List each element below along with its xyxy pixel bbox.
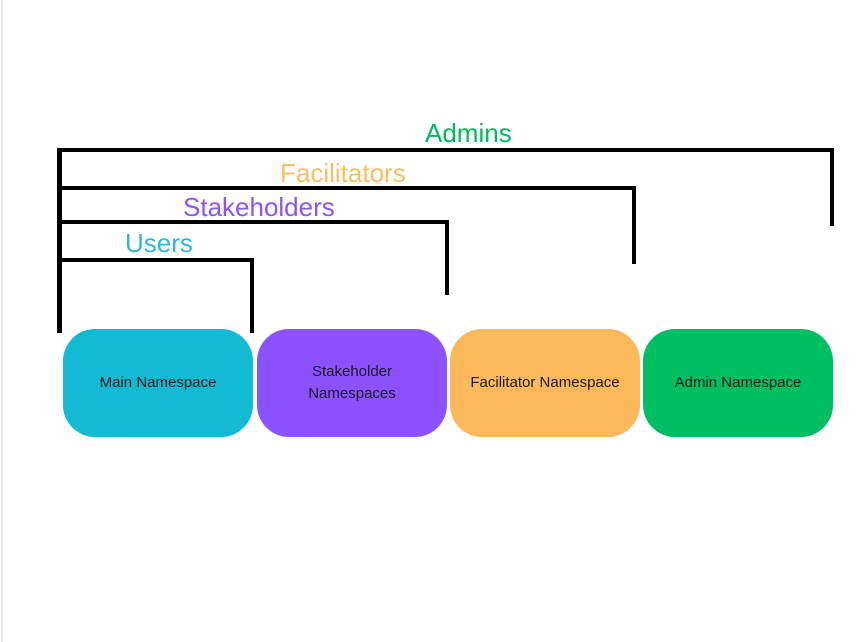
- bracket-admins-right-drop: [830, 148, 834, 226]
- namespace-box-facilitator: Facilitator Namespace: [450, 329, 640, 437]
- bracket-left-drop-line: [57, 148, 62, 333]
- bracket-users-right-drop: [250, 258, 254, 333]
- bracket-users-hline: [57, 258, 254, 262]
- namespace-box-stakeholder-label: Stakeholder Namespaces: [308, 363, 396, 402]
- bracket-admins-label: Admins: [425, 118, 512, 148]
- bracket-users-label: Users: [125, 228, 193, 258]
- bracket-facilitators-hline: [57, 186, 636, 190]
- namespace-box-stakeholder: Stakeholder Namespaces: [257, 329, 447, 437]
- bracket-stakeholders-right-drop: [445, 220, 449, 295]
- namespace-box-admin: Admin Namespace: [643, 329, 833, 437]
- namespace-box-admin-label: Admin Namespace: [674, 374, 802, 392]
- canvas-edge-line: [1, 0, 3, 642]
- bracket-facilitators-label: Facilitators: [280, 158, 406, 188]
- namespace-box-main-label: Main Namespace: [99, 374, 217, 392]
- bracket-stakeholders-label: Stakeholders: [183, 192, 335, 222]
- bracket-admins-hline: [57, 148, 834, 152]
- bracket-stakeholders-hline: [57, 220, 449, 224]
- namespace-box-facilitator-label: Facilitator Namespace: [470, 374, 620, 392]
- bracket-facilitators-right-drop: [632, 186, 636, 264]
- namespace-box-main: Main Namespace: [63, 329, 253, 437]
